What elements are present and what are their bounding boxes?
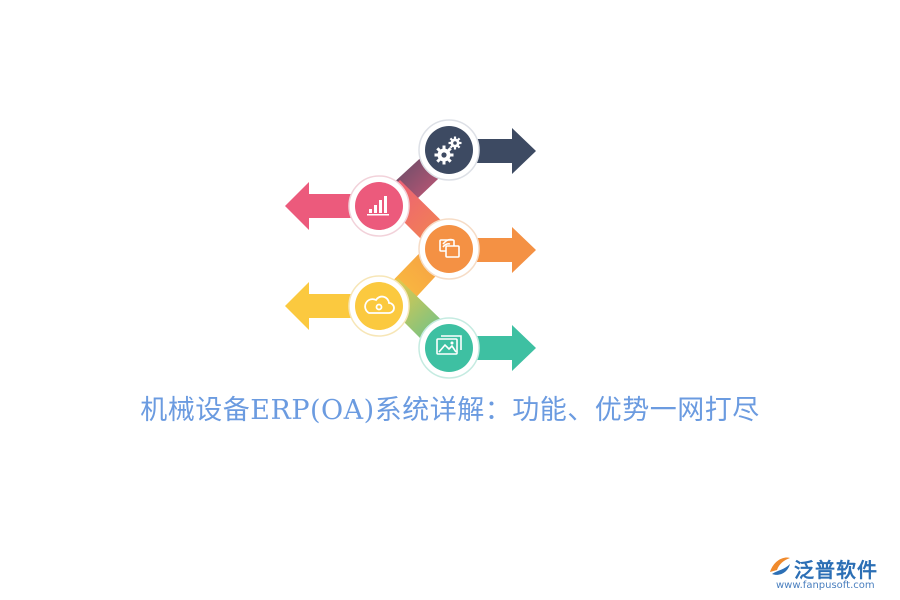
circle-node [348, 275, 410, 337]
arrow-left [285, 282, 357, 330]
screen-share-icon [439, 238, 460, 258]
arrow-left [285, 182, 357, 230]
brand-url: www.fanpusoft.com [776, 580, 875, 591]
arrow-right [470, 325, 536, 371]
image-gallery-icon [436, 335, 462, 355]
bar-chart-icon [367, 196, 389, 216]
page-title: 机械设备ERP(OA)系统详解：功能、优势一网打尽 [140, 395, 760, 426]
arrow-right [470, 128, 536, 174]
arrow-right [470, 227, 536, 273]
cloud-icon [364, 295, 395, 314]
brand-name: 泛普软件 [794, 558, 878, 582]
gears-icon [434, 136, 462, 165]
brand-watermark: 泛普软件 www.fanpusoft.com [766, 548, 896, 596]
brand-logo-icon [770, 557, 790, 575]
